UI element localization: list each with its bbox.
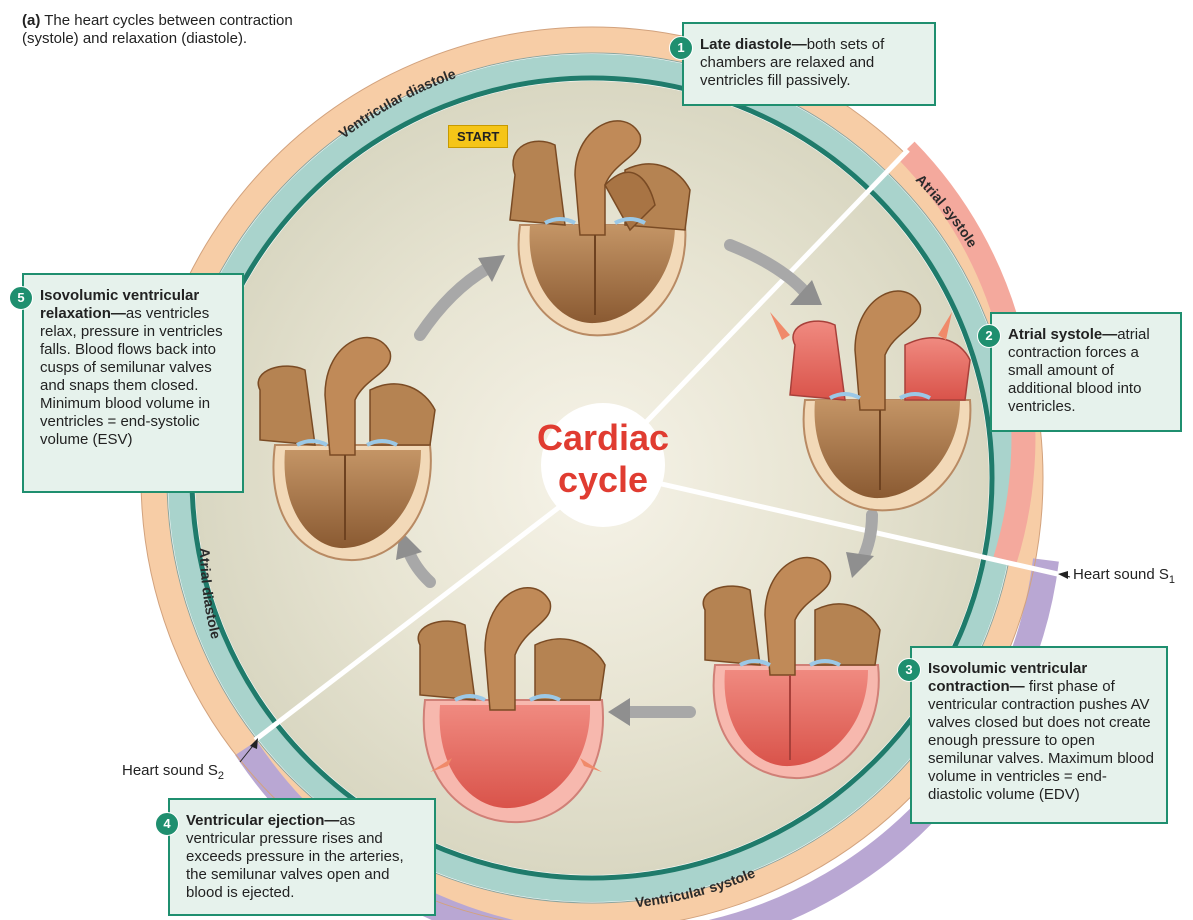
heart-sound-s1-sub: 1	[1169, 574, 1175, 586]
step-5-text: as ventricles relax, pressure in ventric…	[40, 305, 223, 448]
step-1-title: Late diastole—	[700, 36, 807, 53]
heart-sound-s1-label: Heart sound S1	[1073, 566, 1175, 586]
center-title-line1: Cardiac	[537, 417, 669, 458]
figure-caption: (a) The heart cycles between contraction…	[22, 12, 352, 48]
step-5-box: Isovolumic ventricular relaxation—as ven…	[22, 273, 244, 493]
caption-text: The heart cycles between contraction (sy…	[22, 12, 293, 47]
step-3-badge: 3	[897, 658, 921, 682]
step-1-badge: 1	[669, 36, 693, 60]
step-1-box: Late diastole—both sets of chambers are …	[682, 22, 936, 106]
step-2-box: Atrial systole—atrial contraction forces…	[990, 312, 1182, 432]
step-4-title: Ventricular ejection—	[186, 812, 339, 829]
start-label: START	[448, 125, 508, 148]
step-4-badge: 4	[155, 812, 179, 836]
heart-sound-s2-text: Heart sound S	[122, 762, 218, 779]
step-4-box: Ventricular ejection—as ventricular pres…	[168, 798, 436, 916]
step-2-badge: 2	[977, 324, 1001, 348]
heart-sound-s2-sub: 2	[218, 770, 224, 782]
heart-sound-s2-label: Heart sound S2	[122, 762, 224, 782]
step-2-title: Atrial systole—	[1008, 326, 1117, 343]
caption-label: (a)	[22, 12, 40, 29]
center-title-line2: cycle	[558, 459, 648, 500]
step-3-box: Isovolumic ventricular contraction— firs…	[910, 646, 1168, 824]
step-3-text: first phase of ventricular contraction p…	[928, 678, 1154, 803]
heart-sound-s1-text: Heart sound S	[1073, 566, 1169, 583]
step-5-badge: 5	[9, 286, 33, 310]
